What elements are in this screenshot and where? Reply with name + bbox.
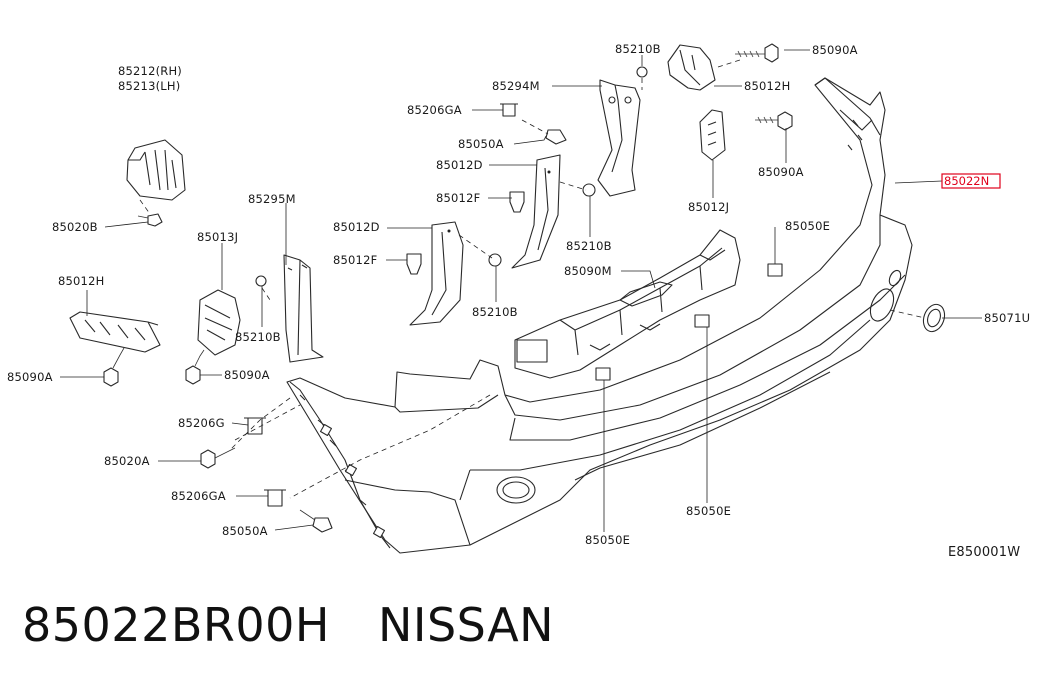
leader-lines [60, 49, 982, 532]
callout-85012h-top[interactable]: 85012H [744, 79, 790, 93]
callout-labels: 85210B 85090A 85012H 85294M 85206GA 8505… [7, 42, 1030, 560]
bracket-85012h-top [667, 44, 716, 91]
callout-85020b[interactable]: 85020B [52, 220, 98, 234]
diagram-code: E850001W [948, 545, 1020, 560]
bracket-85013j [197, 289, 241, 356]
callout-85206ga-low[interactable]: 85206GA [171, 489, 226, 503]
callout-85210b-mid[interactable]: 85210B [566, 239, 612, 253]
callout-85050a-top[interactable]: 85050A [458, 137, 504, 151]
callout-85012f-mid[interactable]: 85012F [333, 253, 377, 267]
brand-name: NISSAN [377, 598, 555, 652]
bumper-reinforcement [514, 229, 741, 379]
callout-85090a-top[interactable]: 85090A [812, 43, 858, 57]
callout-85212[interactable]: 85212(RH) [118, 64, 182, 78]
callout-85012j[interactable]: 85012J [688, 200, 729, 214]
callout-85012h-left[interactable]: 85012H [58, 274, 104, 288]
caption: 85022BR00H NISSAN [22, 598, 554, 652]
callout-85020a[interactable]: 85020A [104, 454, 150, 468]
callout-85050a-low[interactable]: 85050A [222, 524, 268, 538]
callout-85012d-mid[interactable]: 85012D [333, 220, 380, 234]
callout-85295m[interactable]: 85295M [248, 192, 296, 206]
callout-85090a-right[interactable]: 85090A [758, 165, 804, 179]
part-number: 85022BR00H [22, 598, 330, 652]
callout-85050e-right[interactable]: 85050E [686, 504, 731, 518]
callout-85294m[interactable]: 85294M [492, 79, 540, 93]
stay-85294m [597, 79, 641, 197]
rear-bumper-fascia [286, 77, 913, 554]
callout-85050e-bottom[interactable]: 85050E [585, 533, 630, 547]
fasteners [103, 43, 946, 533]
parts-diagram: 85210B 85090A 85012H 85294M 85206GA 8505… [7, 42, 1030, 560]
bracket-85012d-upper [511, 154, 561, 269]
callout-85090a-left[interactable]: 85090A [7, 370, 53, 384]
stay-85295m [283, 254, 324, 363]
bracket-85012d-mid [409, 221, 464, 326]
callout-85012d-top[interactable]: 85012D [436, 158, 483, 172]
callout-85022n[interactable]: 85022N [944, 174, 989, 188]
assembly-lines [139, 59, 926, 499]
bracket-85012j [699, 109, 726, 161]
callout-85206ga-top[interactable]: 85206GA [407, 103, 462, 117]
callout-85071u[interactable]: 85071U [984, 311, 1030, 325]
callout-85210b-left[interactable]: 85210B [235, 330, 281, 344]
callout-85090m[interactable]: 85090M [564, 264, 612, 278]
highlight-box [941, 173, 1001, 189]
callout-85206g[interactable]: 85206G [178, 416, 225, 430]
callout-85012f-top[interactable]: 85012F [436, 191, 480, 205]
callout-85090a-mid[interactable]: 85090A [224, 368, 270, 382]
callout-85013j[interactable]: 85013J [197, 230, 238, 244]
bracket-85212 [126, 139, 186, 201]
callout-85213[interactable]: 85213(LH) [118, 79, 180, 93]
callout-85050e-top[interactable]: 85050E [785, 219, 830, 233]
callout-85210b-top[interactable]: 85210B [615, 42, 661, 56]
bracket-85012h-left [69, 311, 161, 353]
callout-85210b-low[interactable]: 85210B [472, 305, 518, 319]
